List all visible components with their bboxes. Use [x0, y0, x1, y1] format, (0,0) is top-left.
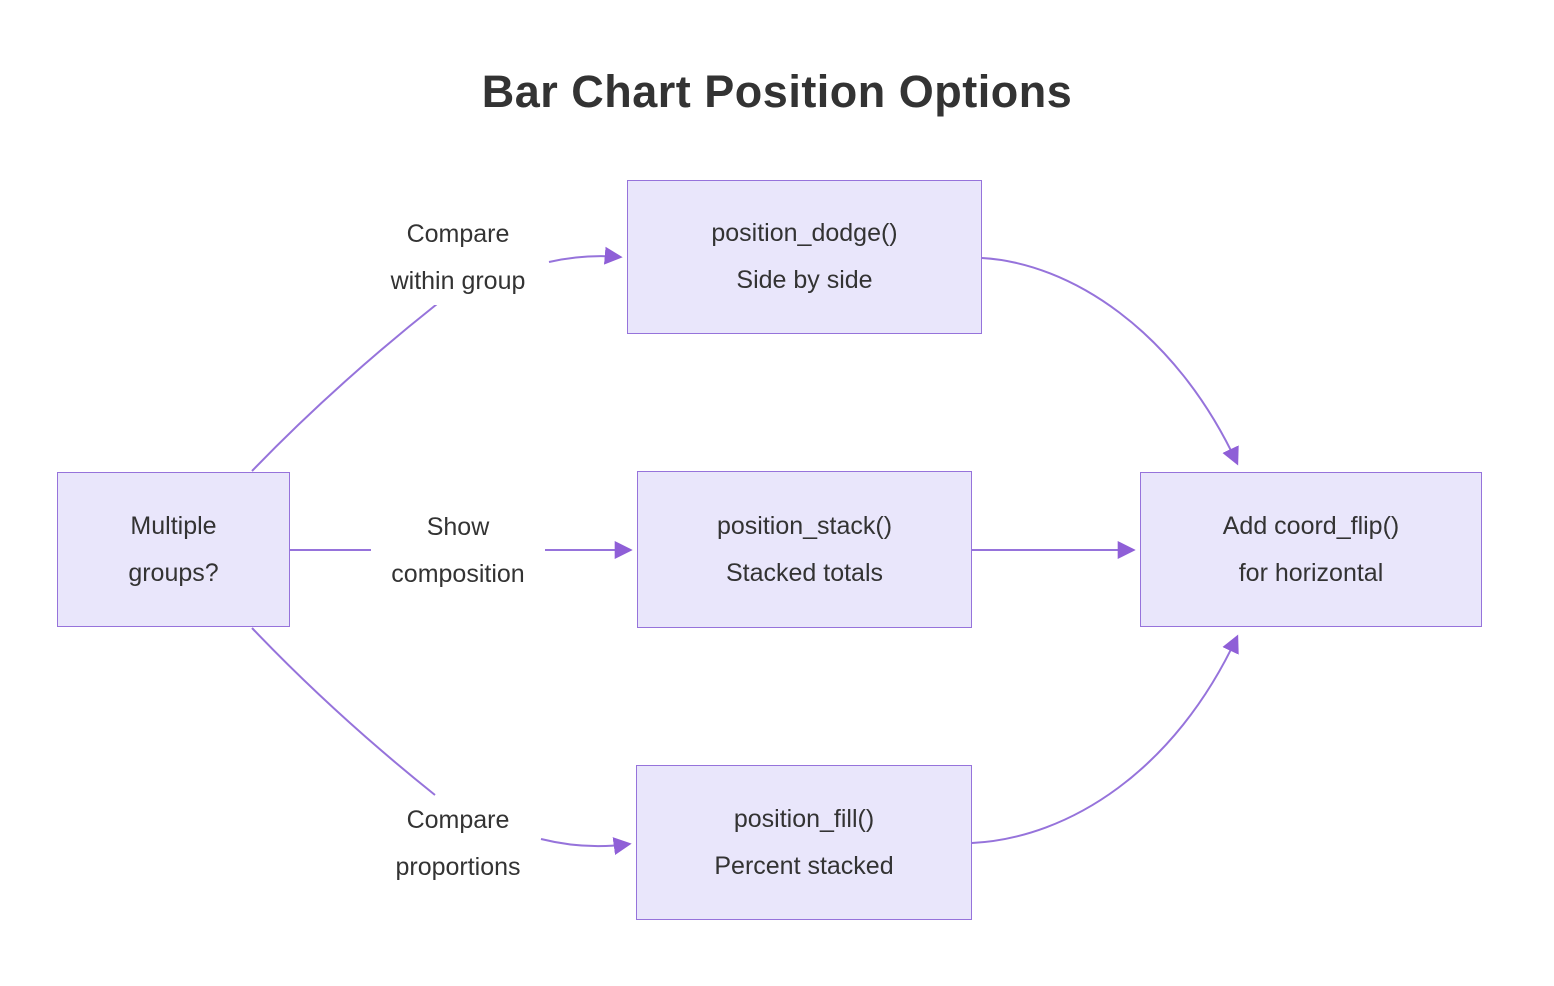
node-position-dodge: position_dodge() Side by side	[627, 180, 982, 334]
node-label-line: position_stack()	[716, 511, 893, 540]
diagram-title: Bar Chart Position Options	[481, 66, 1073, 117]
node-label-line: Percent stacked	[714, 851, 894, 880]
edge-label-compare-within-group: Compare within group	[382, 211, 534, 305]
edge-label-show-composition: Show composition	[383, 504, 533, 598]
node-label-line: Multiple	[130, 511, 217, 540]
edge-groups-to-dodge-seg1	[251, 303, 438, 472]
node-label-line: groups?	[128, 558, 219, 587]
node-label-line: Stacked totals	[725, 558, 884, 587]
node-position-stack: position_stack() Stacked totals	[637, 471, 972, 628]
edge-groups-to-dodge-seg2	[548, 246, 623, 265]
edge-label-compare-proportions: Compare proportions	[387, 797, 529, 891]
edge-groups-to-fill-seg2	[540, 837, 632, 855]
edge-label-line: within group	[390, 267, 526, 295]
edge-groups-to-fill-seg1	[251, 627, 436, 796]
edge-label-line: Show	[426, 513, 490, 541]
edge-label-line: proportions	[395, 853, 521, 881]
node-position-fill: position_fill() Percent stacked	[636, 765, 972, 920]
edge-fill-to-flip	[971, 634, 1239, 844]
node-label-line: Add coord_flip()	[1222, 511, 1400, 540]
node-label-line: position_fill()	[733, 804, 875, 833]
node-multiple-groups: Multiple groups?	[57, 472, 290, 627]
edge-label-line: composition	[391, 560, 525, 588]
node-coord-flip: Add coord_flip() for horizontal	[1140, 472, 1482, 627]
edge-label-line: Compare	[406, 806, 510, 834]
node-label-line: position_dodge()	[711, 219, 898, 247]
node-label-line: for horizontal	[1238, 558, 1384, 587]
edge-label-line: Compare	[406, 220, 510, 248]
node-label-line: Side by side	[736, 266, 873, 294]
edge-dodge-to-flip	[981, 257, 1239, 466]
